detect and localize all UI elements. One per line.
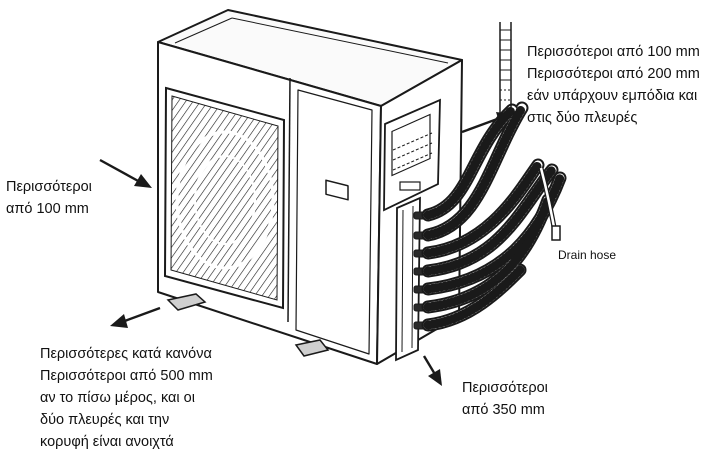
arrow-left-clearance <box>99 158 152 188</box>
bottom-left-line-2: Περισσότεροι από 500 mm <box>40 368 213 384</box>
bottom-right-line-2: από 350 mm <box>462 402 545 418</box>
arrow-top-clearance <box>461 112 512 134</box>
top-right-line-4: στις δύο πλευρές <box>527 110 638 126</box>
refrigerant-pipes <box>421 101 567 332</box>
left-line-2: από 100 mm <box>6 201 89 217</box>
clearance-label-bottom-right: Περισσότεροι από 350 mm <box>462 377 548 421</box>
fan-grille <box>163 86 286 310</box>
unit-feet <box>166 293 330 357</box>
clearance-gauge-top <box>499 22 512 118</box>
bottom-left-line-4: δύο πλευρές και την <box>40 412 170 428</box>
top-right-line-2: Περισσότεροι από 200 mm <box>527 66 700 82</box>
clearance-label-left: Περισσότεροι από 100 mm <box>6 176 92 220</box>
drain-hose-label: Drain hose <box>558 248 617 262</box>
front-label-plate <box>325 179 349 201</box>
top-right-line-1: Περισσότεροι από 100 mm <box>527 44 700 60</box>
arrow-front-clearance <box>422 355 442 386</box>
clearance-arrows <box>99 112 512 386</box>
clearance-label-bottom-left: Περισσότερες κατά κανόνα Περισσότεροι απ… <box>40 343 213 453</box>
bottom-right-line-1: Περισσότεροι <box>462 380 548 396</box>
bottom-left-line-1: Περισσότερες κατά κανόνα <box>40 346 212 362</box>
arrow-back-clearance <box>110 306 161 328</box>
clearance-label-top-right: Περισσότεροι από 100 mm Περισσότεροι από… <box>527 41 700 129</box>
left-line-1: Περισσότεροι <box>6 179 92 195</box>
bottom-left-line-5: κορυφή είναι ανοιχτά <box>40 434 174 450</box>
drain-hose <box>538 167 561 241</box>
top-right-line-3: εάν υπάρχουν εμπόδια και <box>527 88 698 104</box>
bottom-left-line-3: αν το πίσω μέρος, και οι <box>40 390 195 406</box>
